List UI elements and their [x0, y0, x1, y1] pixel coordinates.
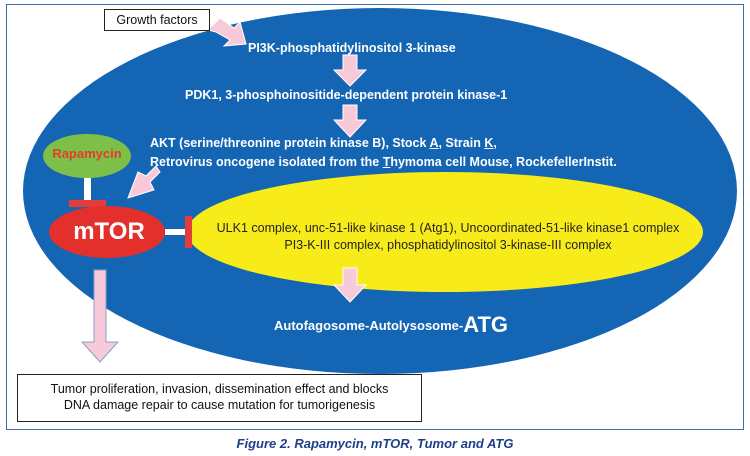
- rapamycin-ellipse: [43, 134, 131, 178]
- tumor-box: Tumor proliferation, invasion, dissemina…: [17, 374, 422, 422]
- mtor-inhibit-stem: [165, 229, 185, 235]
- figure-caption: Figure 2. Rapamycin, mTOR, Tumor and ATG: [236, 436, 514, 451]
- arrow-akt-mtor: [127, 165, 161, 199]
- akt2-text-2: hymoma cell Mouse, RockefellerInstit.: [390, 155, 617, 169]
- growth-factors-box: Growth factors: [104, 9, 210, 31]
- atg-text: Autofagosome-Autolysosome-: [274, 318, 464, 333]
- akt2-text-1: Retrovirus oncogene isolated from the: [150, 155, 383, 169]
- akt-stock-letter: A: [429, 136, 439, 150]
- rapamycin-inhibit-stem: [84, 178, 91, 200]
- rapamycin-label: Rapamycin: [52, 146, 122, 161]
- pi3k3-complex-label: PI3-K-III complex, phosphatidylinositol …: [284, 238, 612, 252]
- atg-big-text: ATG: [463, 312, 509, 337]
- arrow-pi3k-pdk1: [332, 54, 368, 87]
- akt2-thymoma-letter: T: [382, 155, 391, 169]
- akt-strain-letter: K: [484, 136, 494, 150]
- tumor-line-1: Tumor proliferation, invasion, dissemina…: [50, 382, 389, 396]
- akt-text-2: , Strain: [438, 136, 485, 150]
- rapamycin-inhibit-bar: [69, 200, 106, 207]
- arrow-pdk1-akt: [332, 104, 368, 138]
- autophagy-ellipse: [187, 172, 703, 292]
- mtor-inhibit-bar: [185, 216, 192, 248]
- akt-label-line2: Retrovirus oncogene isolated from the Th…: [150, 155, 617, 169]
- akt-text-1: AKT (serine/threonine protein kinase B),…: [150, 136, 430, 150]
- arrow-mtor-tumor: [80, 269, 120, 363]
- akt-text-3: ,: [493, 136, 497, 150]
- mtor-ellipse: [49, 206, 165, 258]
- akt-label-line1: AKT (serine/threonine protein kinase B),…: [150, 136, 497, 150]
- tumor-line-2: DNA damage repair to cause mutation for …: [63, 398, 376, 412]
- arrow-complex-atg: [332, 267, 368, 303]
- mtor-label: mTOR: [73, 218, 145, 245]
- atg-label: Autofagosome-Autolysosome-ATG: [274, 312, 508, 338]
- growth-arrow: [207, 17, 247, 47]
- pi3k-label: PI3K-phosphatidylinositol 3-kinase: [248, 41, 456, 55]
- ulk1-complex-label: ULK1 complex, unc-51-like kinase 1 (Atg1…: [216, 221, 680, 235]
- pdk1-label: PDK1, 3-phosphoinositide-dependent prote…: [185, 88, 508, 102]
